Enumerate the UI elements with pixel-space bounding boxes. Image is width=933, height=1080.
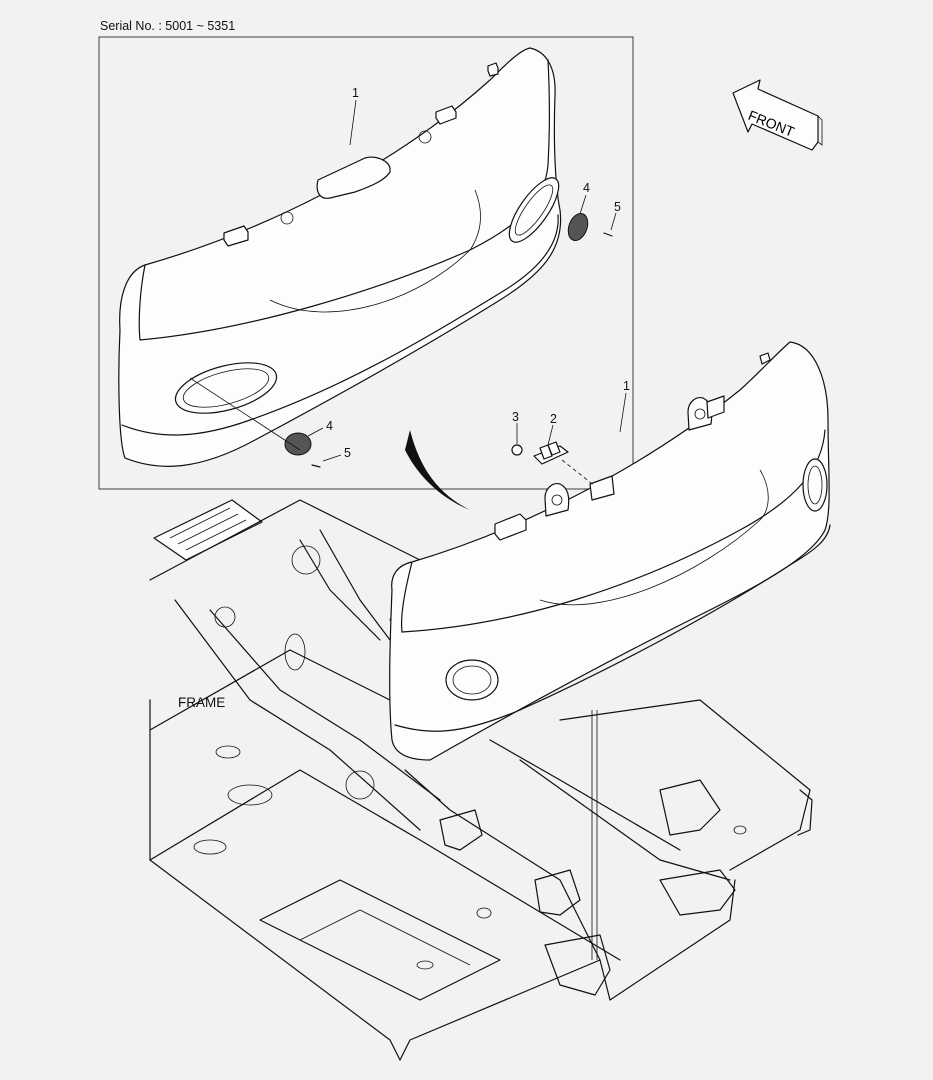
- main-counterweight: [389, 341, 831, 761]
- serial-number-label: Serial No. : 5001 ~ 5351: [100, 19, 236, 33]
- callout-inset-part-1: 1: [352, 86, 359, 100]
- inset-frame: [98, 36, 634, 490]
- callout-inset-part-5-left: 5: [344, 446, 351, 460]
- inset-counterweight: [118, 47, 617, 468]
- callout-inset-part-4-left: 4: [326, 419, 333, 433]
- inset-reflector-right: [567, 212, 589, 242]
- callout-inset-part-5-right: 5: [614, 200, 621, 214]
- front-arrow-icon: [732, 79, 819, 151]
- callout-main-part-3: 3: [512, 410, 519, 424]
- frame-label: FRAME: [178, 695, 226, 710]
- callout-main-part-1: 1: [623, 379, 630, 393]
- assembly-pointer-arrow: [405, 430, 470, 510]
- main-nut: [511, 444, 523, 456]
- upper-frame: [149, 499, 813, 1061]
- callout-main-part-2: 2: [550, 412, 557, 426]
- inset-reflector-left: [284, 432, 312, 456]
- callout-inset-part-4-right: 4: [583, 181, 590, 195]
